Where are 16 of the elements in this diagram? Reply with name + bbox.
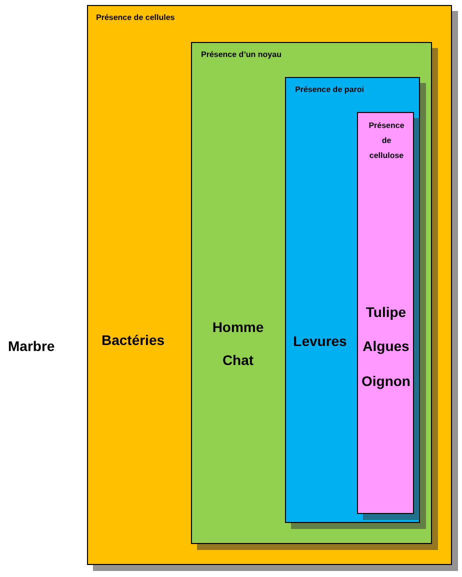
set-heading: Présence de cellules (96, 13, 175, 22)
set-heading: Présence de paroi (295, 85, 364, 94)
organism-label: Bactéries (101, 332, 165, 348)
outside-label: Marbre (8, 338, 55, 354)
set-heading: Présence d’un noyau (201, 50, 282, 59)
organism-label: Tulipe (366, 304, 406, 320)
set-box (357, 112, 414, 514)
organism-label: Chat (222, 352, 254, 368)
set-box (285, 77, 420, 523)
set-box (191, 42, 432, 544)
set-box (87, 5, 452, 565)
set-heading: Présence de cellulose (368, 120, 406, 162)
organism-label: Oignon (362, 373, 410, 389)
organism-label: Homme (212, 319, 264, 335)
organism-label: Levures (293, 333, 347, 349)
organism-label: Algues (362, 338, 410, 354)
